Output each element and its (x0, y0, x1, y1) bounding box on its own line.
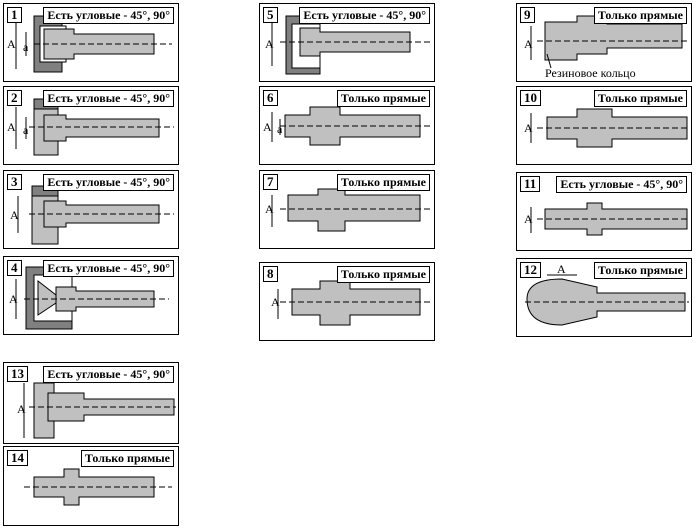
fitting-card-2: A a 2 Есть угловые - 45°, 90° (3, 86, 179, 165)
fitting-card-9: A Резиновое кольцо 9 Только прямые (516, 3, 692, 82)
fitting-card-13: A 13 Есть угловые - 45°, 90° (3, 362, 179, 444)
dim-label-A: A (524, 121, 533, 135)
fitting-card-1: A a 1 Есть угловые - 45°, 90° (3, 3, 179, 82)
card-number: 8 (263, 266, 278, 282)
fitting-card-3: A 3 Есть угловые - 45°, 90° (3, 170, 179, 249)
angle-badge: Есть угловые - 45°, 90° (43, 174, 174, 191)
fitting-drawing: A (524, 202, 689, 236)
card-number: 13 (7, 366, 28, 382)
card-number: 6 (263, 90, 278, 106)
fitting-card-5: A 5 Есть угловые - 45°, 90° (259, 3, 435, 82)
fitting-drawing: A (265, 15, 430, 75)
fitting-card-7: A 7 Только прямые (259, 170, 435, 249)
fitting-drawing: A (265, 188, 430, 232)
fitting-drawing: A (271, 280, 430, 326)
dim-label-A: A (524, 37, 533, 51)
dim-label-a: a (23, 123, 29, 137)
angle-badge: Есть угловые - 45°, 90° (43, 366, 174, 383)
angle-badge: Только прямые (593, 7, 687, 24)
angle-badge: Только прямые (593, 262, 687, 279)
dim-label-A: A (524, 212, 533, 226)
dim-label-A: A (10, 208, 19, 222)
dim-label-A: A (7, 120, 16, 134)
angle-badge: Только прямые (336, 266, 430, 283)
fitting-card-14: 14 Только прямые (3, 446, 179, 526)
dim-label-A: A (9, 292, 18, 306)
dim-label-a: a (277, 122, 283, 136)
angle-badge: Есть угловые - 45°, 90° (556, 176, 687, 193)
card-number: 10 (520, 90, 541, 106)
angle-badge: Только прямые (336, 174, 430, 191)
fitting-drawing: A a (7, 15, 172, 73)
angle-badge: Есть угловые - 45°, 90° (299, 7, 430, 24)
card-number: 14 (7, 450, 28, 466)
dim-label-A: A (265, 202, 274, 216)
fitting-card-11: A 11 Есть угловые - 45°, 90° (516, 172, 692, 251)
dim-label-a: a (23, 40, 29, 54)
dim-label-A: A (7, 37, 16, 51)
dim-label-A: A (557, 262, 566, 276)
angle-badge: Есть угловые - 45°, 90° (43, 260, 174, 277)
fitting-card-4: A 4 Есть угловые - 45°, 90° (3, 256, 179, 335)
angle-badge: Только прямые (593, 90, 687, 107)
rubber-ring-note: Резиновое кольцо (545, 66, 636, 80)
angle-badge: Только прямые (80, 450, 174, 467)
fitting-drawing: A (525, 262, 689, 326)
fitting-card-10: A 10 Только прямые (516, 86, 692, 165)
dim-label-A: A (17, 402, 26, 416)
angle-badge: Только прямые (336, 90, 430, 107)
card-number: 3 (7, 174, 22, 190)
fitting-drawing: A a (263, 106, 430, 146)
card-number: 7 (263, 174, 278, 190)
fitting-drawing (24, 468, 172, 506)
card-number: 2 (7, 90, 22, 106)
fitting-card-8: A 8 Только прямые (259, 262, 435, 341)
card-number: 5 (263, 7, 278, 23)
dim-label-A: A (271, 295, 280, 309)
fitting-card-6: A a 6 Только прямые (259, 86, 435, 165)
fitting-drawing: A Резиновое кольцо (524, 15, 687, 80)
card-number: 1 (7, 7, 22, 23)
card-number: 4 (7, 260, 22, 276)
angle-badge: Есть угловые - 45°, 90° (43, 90, 174, 107)
dim-label-A: A (265, 37, 274, 51)
dim-label-A: A (263, 120, 272, 134)
card-number: 9 (520, 7, 535, 23)
fitting-drawing: A (17, 382, 176, 439)
fitting-card-12: A 12 Только прямые (516, 258, 692, 337)
card-number: 11 (520, 176, 541, 192)
card-number: 12 (520, 262, 541, 278)
angle-badge: Есть угловые - 45°, 90° (43, 7, 174, 24)
fitting-drawing: A (9, 266, 169, 330)
fitting-drawing: A (524, 108, 689, 148)
fitting-drawing: A a (7, 98, 174, 156)
